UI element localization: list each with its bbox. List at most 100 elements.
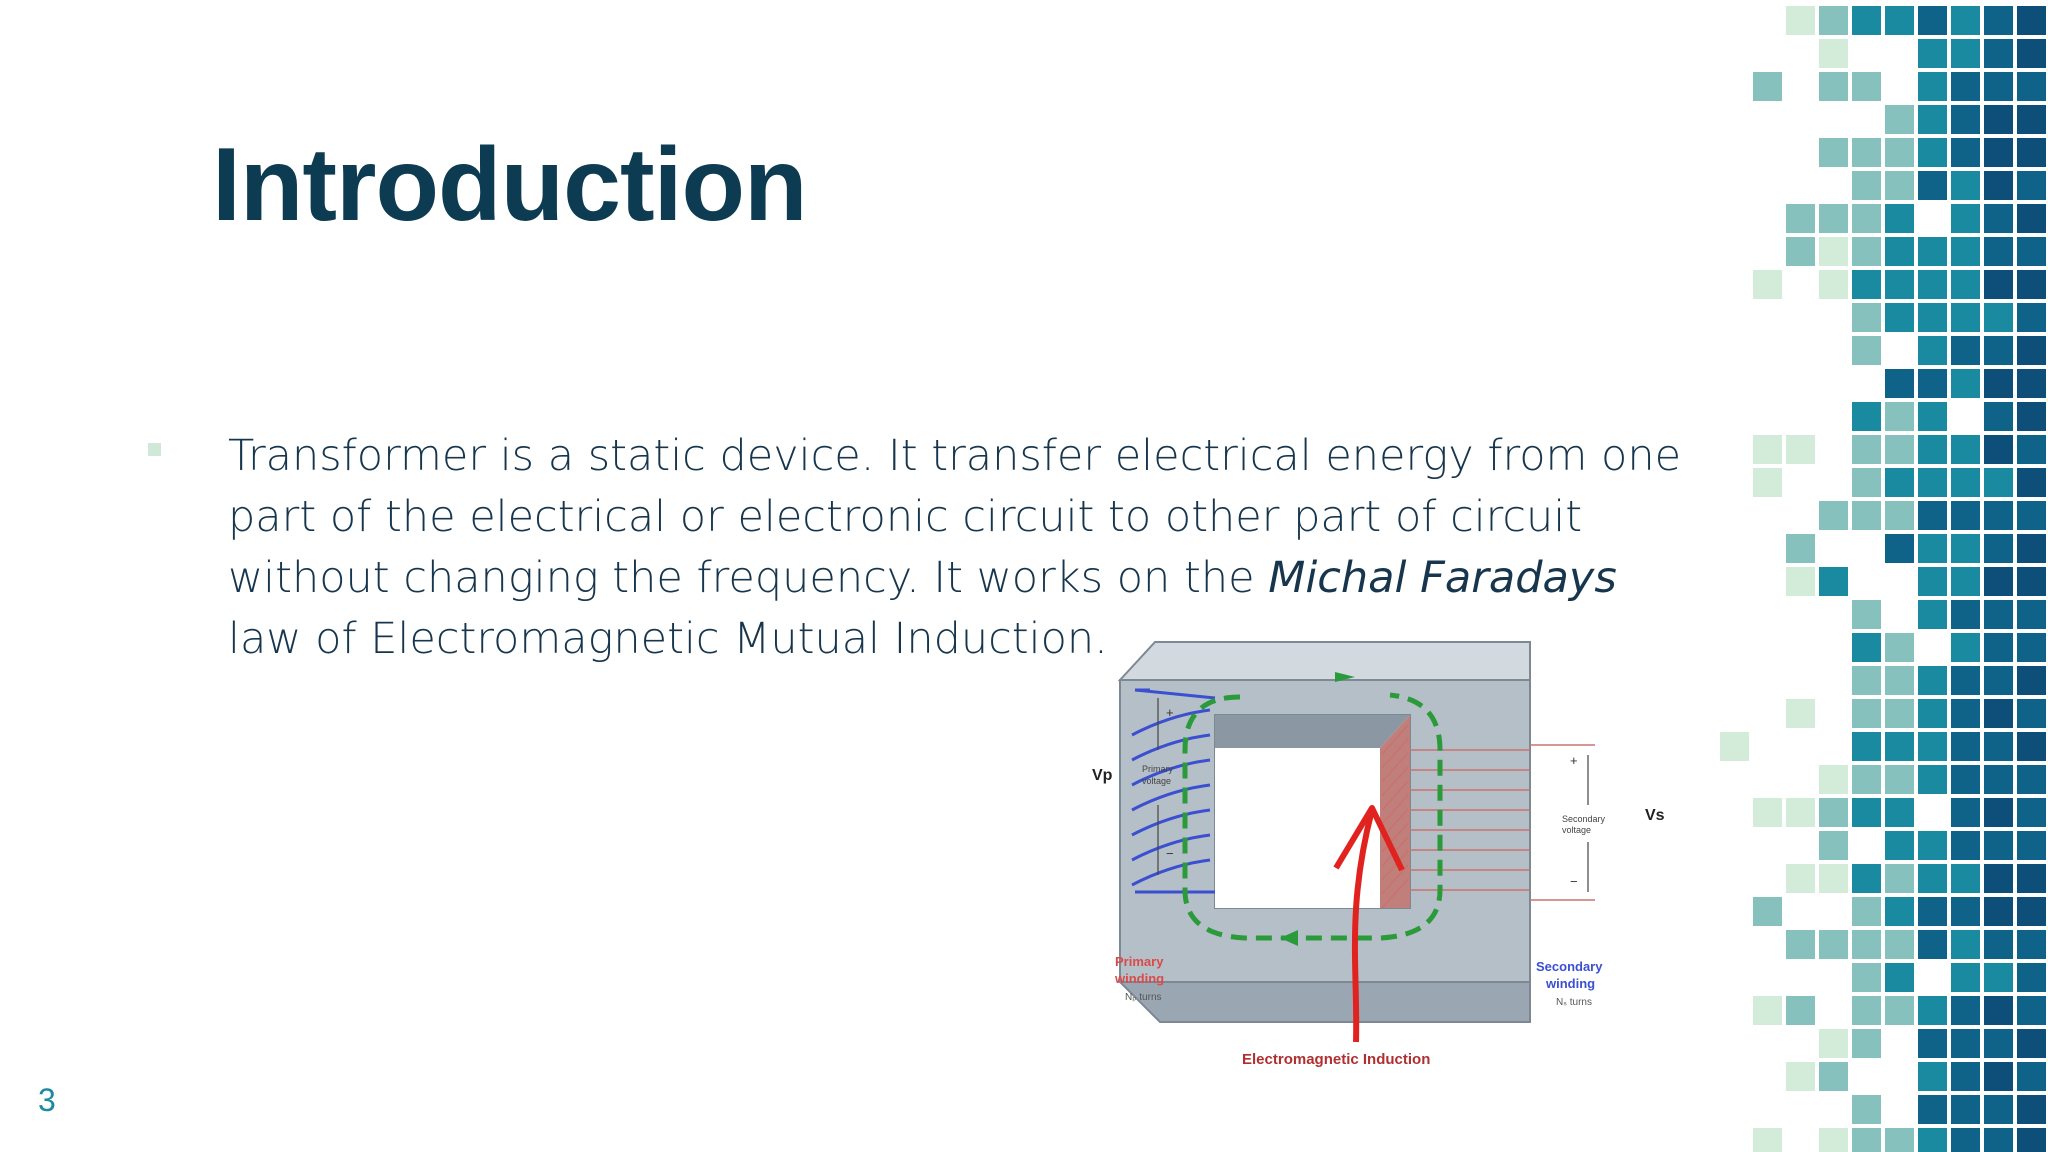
induction-arrow-head	[1333, 805, 1405, 872]
pattern-tile	[1951, 897, 1980, 926]
pattern-tile	[1951, 831, 1980, 860]
pattern-tile	[1918, 1095, 1947, 1124]
decorative-tile-pattern	[1720, 6, 2046, 1152]
pattern-tile	[1984, 171, 2013, 200]
pattern-tile	[1951, 369, 1980, 398]
pattern-tile	[1984, 1062, 2013, 1091]
magnetic-flux-path	[1182, 692, 1443, 941]
pattern-tile	[1852, 1095, 1881, 1124]
flux-arrow-bottom	[1280, 930, 1298, 946]
pattern-tile	[1951, 633, 1980, 662]
pattern-tile	[1852, 798, 1881, 827]
pattern-tile	[1984, 963, 2013, 992]
pattern-tile	[1984, 39, 2013, 68]
pattern-tile	[1918, 897, 1947, 926]
pattern-tile	[1753, 1128, 1782, 1152]
pattern-tile	[1951, 798, 1980, 827]
pattern-tile	[2017, 303, 2046, 332]
pattern-tile	[2017, 369, 2046, 398]
pattern-tile	[1918, 1029, 1947, 1058]
pattern-tile	[1819, 501, 1848, 530]
pattern-tile	[1918, 765, 1947, 794]
pattern-tile	[1984, 567, 2013, 596]
pattern-tile	[1918, 996, 1947, 1025]
flux-arrow-top	[1335, 672, 1355, 682]
pattern-tile	[1819, 798, 1848, 827]
pattern-tile	[1753, 996, 1782, 1025]
pattern-tile	[1885, 303, 1914, 332]
pattern-tile	[1951, 699, 1980, 728]
pattern-tile	[2017, 699, 2046, 728]
pattern-tile	[1885, 435, 1914, 464]
pattern-tile	[1984, 72, 2013, 101]
pattern-tile	[2017, 336, 2046, 365]
pattern-tile	[1984, 402, 2013, 431]
pattern-tile	[1819, 1062, 1848, 1091]
pattern-tile	[1885, 963, 1914, 992]
pattern-tile	[2017, 996, 2046, 1025]
pattern-tile	[1786, 996, 1815, 1025]
pattern-tile	[1819, 237, 1848, 266]
pattern-tile	[1852, 138, 1881, 167]
pattern-tile	[1951, 468, 1980, 497]
pattern-tile	[1984, 435, 2013, 464]
pattern-tile	[1852, 765, 1881, 794]
pattern-tile	[1918, 336, 1947, 365]
pattern-tile	[1786, 930, 1815, 959]
pattern-tile	[1984, 369, 2013, 398]
pattern-tile	[1852, 864, 1881, 893]
pattern-tile	[1918, 237, 1947, 266]
pattern-tile	[1918, 1128, 1947, 1152]
pattern-tile	[1852, 963, 1881, 992]
pattern-tile	[1885, 765, 1914, 794]
pattern-tile	[1984, 1095, 2013, 1124]
pattern-tile	[2017, 534, 2046, 563]
core-bottom-face	[1117, 981, 1531, 1023]
pattern-tile	[1885, 633, 1914, 662]
pattern-tile	[1819, 138, 1848, 167]
bullet-text-emphasis: Michal Faradays	[1268, 553, 1617, 603]
pattern-tile	[1918, 270, 1947, 299]
pattern-tile	[1984, 303, 2013, 332]
primary-winding-label-1: Primary	[1115, 954, 1164, 969]
pattern-tile	[1918, 501, 1947, 530]
primary-voltage-label-1: Primary	[1142, 764, 1173, 774]
induction-arrow-shaft	[1351, 809, 1375, 1043]
pattern-tile	[1984, 204, 2013, 233]
pattern-tile	[1951, 435, 1980, 464]
pattern-tile	[1951, 963, 1980, 992]
pattern-tile	[1951, 204, 1980, 233]
pattern-tile	[1819, 864, 1848, 893]
pattern-tile	[1852, 1029, 1881, 1058]
pattern-tile	[2017, 666, 2046, 695]
pattern-tile	[1819, 1029, 1848, 1058]
pattern-tile	[1819, 6, 1848, 35]
vs-plus: +	[1570, 753, 1578, 768]
pattern-tile	[1918, 138, 1947, 167]
pattern-tile	[1819, 1128, 1848, 1152]
pattern-tile	[1885, 831, 1914, 860]
pattern-tile	[1885, 897, 1914, 926]
pattern-tile	[1852, 501, 1881, 530]
pattern-tile	[1951, 996, 1980, 1025]
pattern-tile	[2017, 831, 2046, 860]
pattern-tile	[1885, 138, 1914, 167]
pattern-tile	[1852, 666, 1881, 695]
secondary-winding-label-1: Secondary	[1536, 959, 1603, 974]
bullet-text-part2: law of Electromagnetic Mutual Induction.	[228, 614, 1108, 664]
pattern-tile	[1918, 534, 1947, 563]
pattern-tile	[2017, 171, 2046, 200]
pattern-tile	[1951, 534, 1980, 563]
pattern-tile	[2017, 798, 2046, 827]
pattern-tile	[1918, 732, 1947, 761]
primary-winding-label-2: winding	[1114, 971, 1164, 986]
pattern-tile	[1885, 1128, 1914, 1152]
pattern-tile	[1885, 171, 1914, 200]
pattern-tile	[1918, 171, 1947, 200]
pattern-tile	[1819, 39, 1848, 68]
pattern-tile	[1951, 336, 1980, 365]
pattern-tile	[1918, 831, 1947, 860]
pattern-tile	[2017, 39, 2046, 68]
window-top-wall	[1215, 715, 1410, 748]
